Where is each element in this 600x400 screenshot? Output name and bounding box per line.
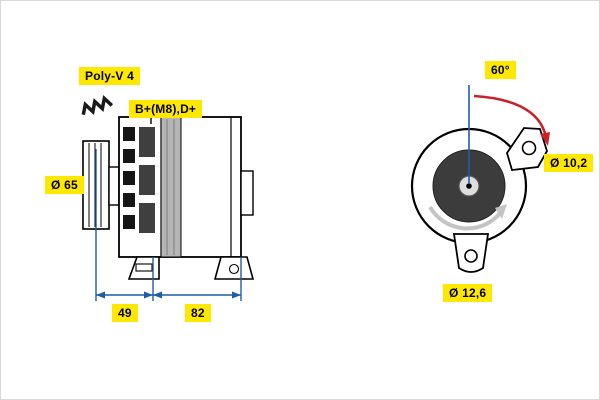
bottom-hole-label: Ø 12,6	[443, 284, 493, 302]
dimension-lines	[95, 149, 242, 301]
top-hole-label: Ø 10,2	[544, 154, 594, 172]
side-view	[81, 94, 255, 280]
rear-connector	[240, 170, 254, 216]
alternator-body	[118, 116, 254, 258]
dimension-49-label: 49	[112, 304, 138, 322]
rotation-arrow-icon	[428, 204, 507, 231]
belt-type-label: Poly-V 4	[79, 67, 140, 85]
bottom-mounting-lug	[452, 233, 490, 273]
shaft-center-dot	[466, 183, 472, 189]
belt-profile-icon	[81, 94, 114, 116]
angle-arc-arrow-icon	[473, 94, 550, 146]
pulley-diameter-label: Ø 65	[45, 176, 84, 194]
pulley	[82, 140, 120, 230]
mounting-feet	[127, 256, 255, 280]
top-mounting-lug	[506, 127, 548, 171]
top-mounting-hole	[521, 140, 537, 156]
pulley-hub	[108, 166, 120, 206]
angle-label: 60°	[485, 61, 516, 79]
rear-view	[410, 85, 550, 273]
terminal-label: B+(M8),D+	[129, 100, 203, 118]
stator-band	[160, 116, 182, 258]
front-bracket-blocks	[139, 127, 155, 233]
bottom-mounting-hole	[464, 249, 478, 263]
dimension-82-label: 82	[185, 304, 211, 322]
front-bracket-vents	[123, 127, 135, 229]
